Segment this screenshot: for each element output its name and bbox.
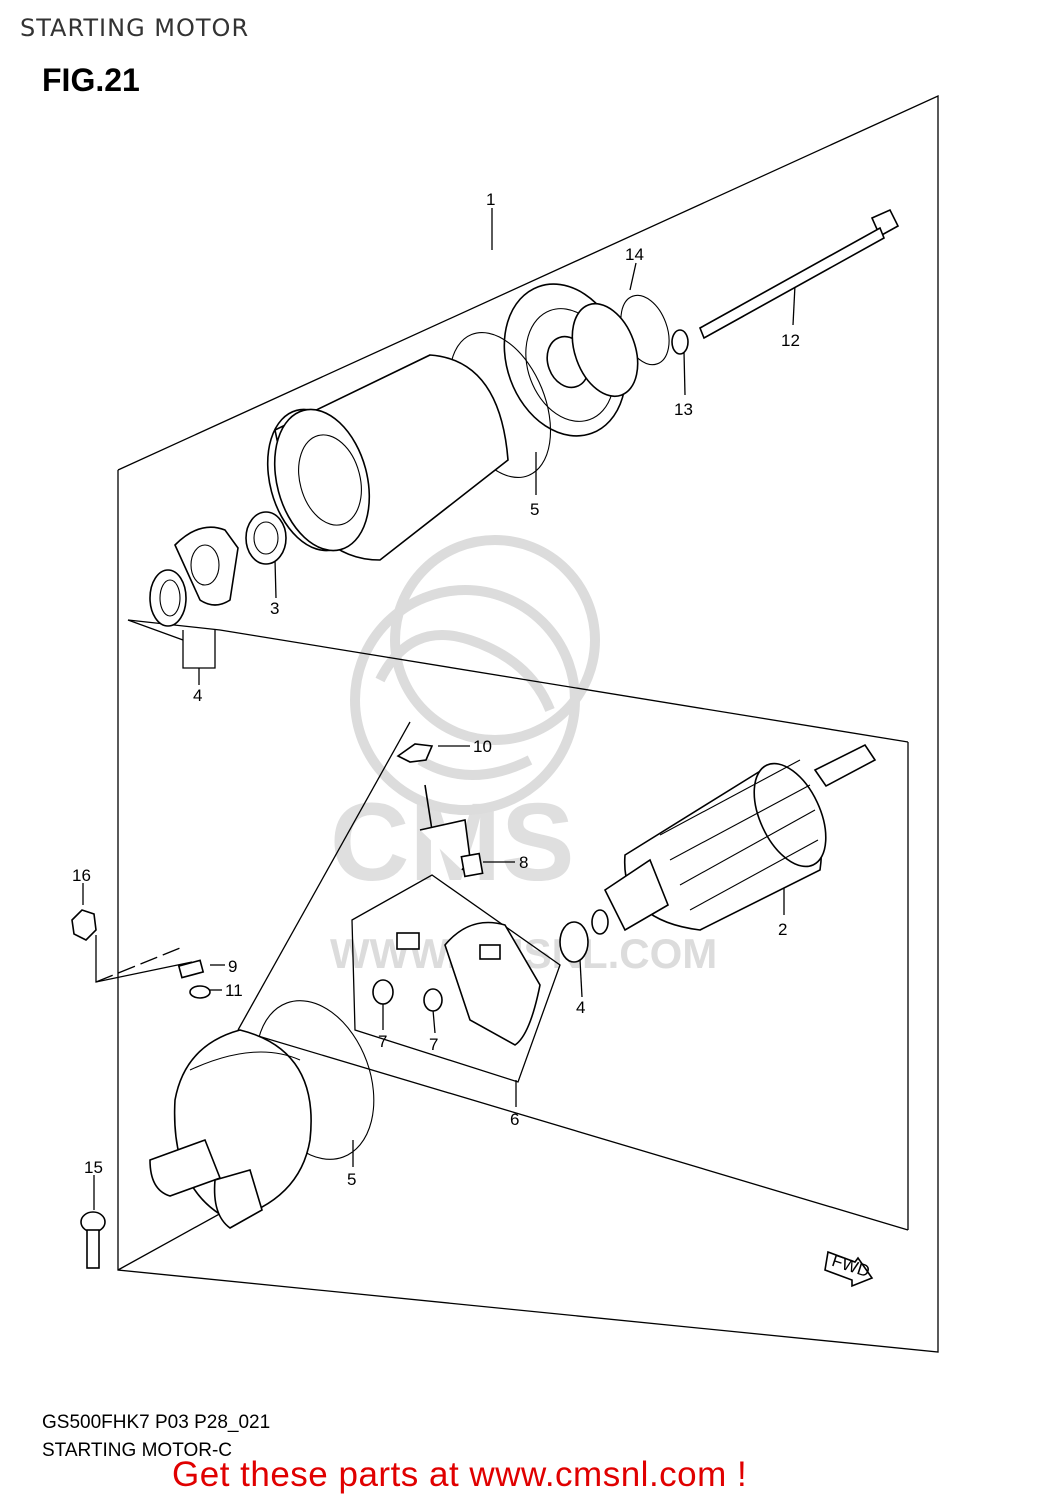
terminal-nut-part-10: [396, 743, 434, 763]
callout-9: 9: [228, 957, 237, 976]
diagram-subtitle: STARTING MOTOR-C: [42, 1440, 232, 1461]
brush-holder-part-6: [351, 874, 561, 1083]
terminal-bolt-part-8: [419, 784, 484, 878]
get-parts-link[interactable]: Get these parts at www.cmsnl.com !: [172, 1455, 748, 1494]
front-end-cover: [149, 1029, 312, 1229]
callout-6: 6: [510, 1110, 519, 1129]
callout-numbers: 1 2 3 4 4 5 5 6 7 7 8 9 10 11 12 13 14 1…: [72, 190, 800, 1189]
washer-part-4-lower: [559, 921, 589, 963]
screw-part-15: [80, 1211, 106, 1269]
armature-part-2: [591, 743, 877, 935]
figure-label: FIG.21: [42, 62, 140, 98]
callout-3: 3: [270, 599, 279, 618]
callout-5-upper: 5: [530, 500, 539, 519]
diagram-code: GS500FHK7 P03 P28_021: [42, 1412, 271, 1433]
callout-14: 14: [625, 245, 644, 264]
callout-5-lower: 5: [347, 1170, 356, 1189]
callout-11: 11: [225, 981, 243, 1000]
bearing-part-3: [245, 511, 287, 565]
callout-1: 1: [486, 190, 495, 209]
callout-2: 2: [778, 920, 787, 939]
long-bolt-part: [698, 208, 900, 340]
callout-16: 16: [72, 866, 91, 885]
yoke-housing: [266, 354, 509, 561]
brush-spring-part-7: [372, 979, 443, 1012]
washer-set-part-4-upper: [149, 526, 239, 627]
exploded-parts-diagram: CMS WWW.CMSNL.COM: [71, 94, 939, 1353]
callout-12: 12: [781, 331, 800, 350]
callout-4-upper: 4: [193, 686, 202, 705]
callout-13: 13: [674, 400, 693, 419]
callout-8: 8: [519, 853, 528, 872]
nut-part-16: [71, 909, 97, 941]
insulator-part-9: [177, 959, 205, 979]
page-title: STARTING MOTOR: [20, 14, 250, 42]
rear-end-cover: [503, 283, 639, 437]
watermark-logo: CMS WWW.CMSNL.COM: [330, 535, 717, 977]
callout-15: 15: [84, 1158, 103, 1177]
forward-direction-marker: FWD: [824, 1250, 874, 1288]
o-ring-part-11: [189, 985, 211, 999]
callout-leaders: [82, 208, 796, 1210]
callout-4-lower: 4: [576, 998, 585, 1017]
callout-10: 10: [473, 737, 492, 756]
washer-part-13: [671, 329, 689, 355]
callout-7-left: 7: [378, 1032, 387, 1051]
callout-7-right: 7: [429, 1035, 438, 1054]
assembly-outline: [117, 94, 939, 1353]
